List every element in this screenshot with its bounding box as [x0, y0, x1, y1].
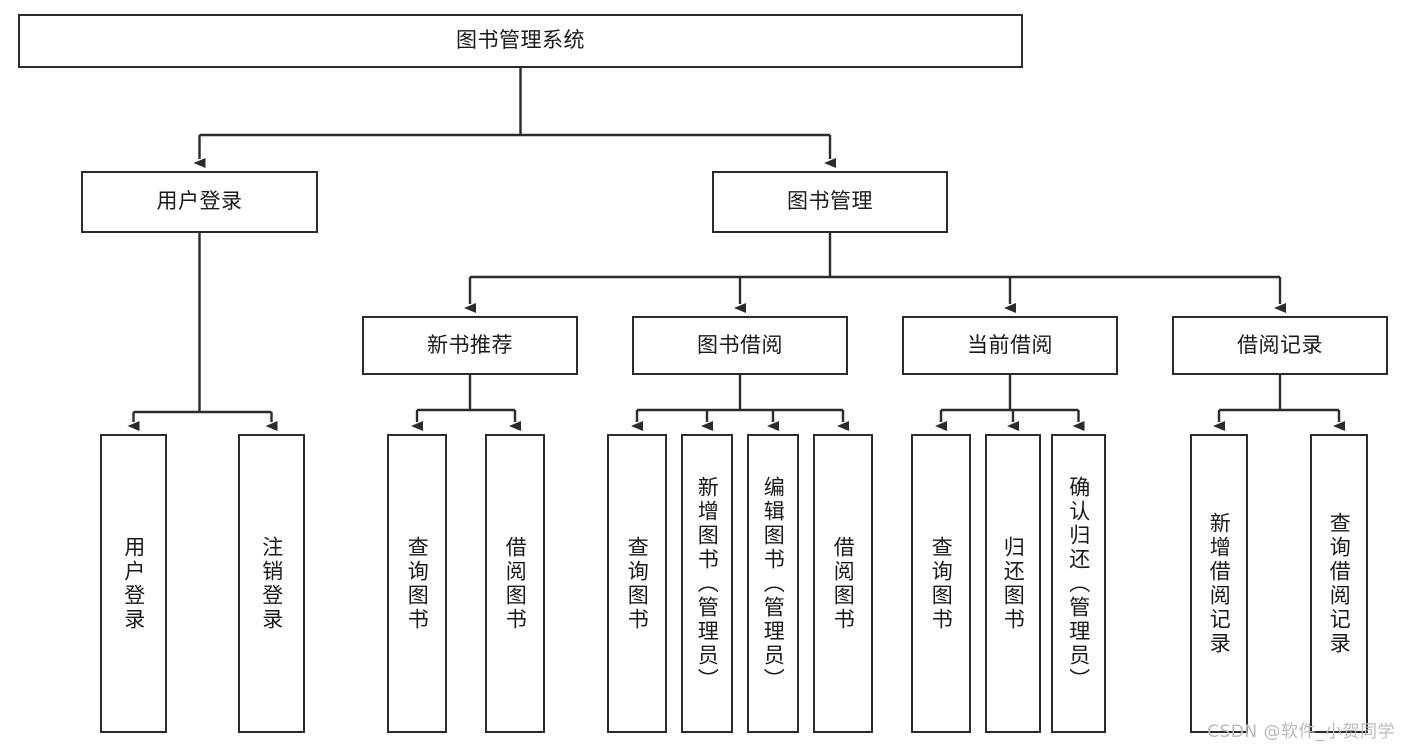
node-l-nb-query[interactable]: 查询图书: [387, 434, 447, 733]
node-l-bk-borrow[interactable]: 借阅图书: [813, 434, 873, 733]
node-l-cb-confirm[interactable]: 确认归还（管理员）: [1051, 434, 1106, 733]
watermark-text: CSDN @软件_小贺同学: [1207, 722, 1395, 742]
node-label: 编辑图书（管理员）: [761, 475, 786, 692]
node-label: 查询图书: [929, 535, 954, 632]
node-l-bk-edit[interactable]: 编辑图书（管理员）: [747, 434, 799, 733]
node-records[interactable]: 借阅记录: [1172, 316, 1388, 375]
node-l-rc-query[interactable]: 查询借阅记录: [1310, 434, 1368, 733]
node-l-rc-add[interactable]: 新增借阅记录: [1190, 434, 1248, 733]
node-l-nb-borrow[interactable]: 借阅图书: [485, 434, 545, 733]
node-label: 图书借阅: [697, 332, 783, 357]
node-label: 确认归还（管理员）: [1066, 475, 1091, 692]
node-label: 借阅图书: [831, 535, 856, 632]
node-label: 图书管理系统: [456, 28, 585, 53]
node-label: 当前借阅: [967, 332, 1053, 357]
node-borrow[interactable]: 图书借阅: [632, 316, 848, 375]
node-label: 注销登录: [259, 535, 284, 632]
node-bookmgmt[interactable]: 图书管理: [712, 171, 948, 233]
node-label: 归还图书: [1001, 535, 1026, 632]
node-root[interactable]: 图书管理系统: [18, 14, 1023, 68]
node-l-login[interactable]: 用户登录: [100, 434, 167, 733]
node-l-bk-query[interactable]: 查询图书: [607, 434, 667, 733]
node-label: 借阅记录: [1237, 332, 1323, 357]
node-label: 新增图书（管理员）: [695, 475, 720, 692]
node-label: 图书管理: [787, 189, 873, 214]
node-label: 借阅图书: [503, 535, 528, 632]
node-label: 查询借阅记录: [1327, 511, 1352, 656]
node-l-logout[interactable]: 注销登录: [238, 434, 305, 733]
node-l-cb-return[interactable]: 归还图书: [985, 434, 1041, 733]
node-label: 查询图书: [625, 535, 650, 632]
node-label: 新增借阅记录: [1207, 511, 1232, 656]
node-newbook[interactable]: 新书推荐: [362, 316, 578, 375]
node-label: 新书推荐: [427, 332, 513, 357]
node-l-cb-query[interactable]: 查询图书: [911, 434, 971, 733]
node-l-bk-add[interactable]: 新增图书（管理员）: [681, 434, 733, 733]
node-label: 用户登录: [156, 189, 243, 214]
node-label: 查询图书: [405, 535, 430, 632]
node-login[interactable]: 用户登录: [81, 171, 318, 233]
node-label: 用户登录: [121, 535, 146, 632]
node-current[interactable]: 当前借阅: [902, 316, 1118, 375]
